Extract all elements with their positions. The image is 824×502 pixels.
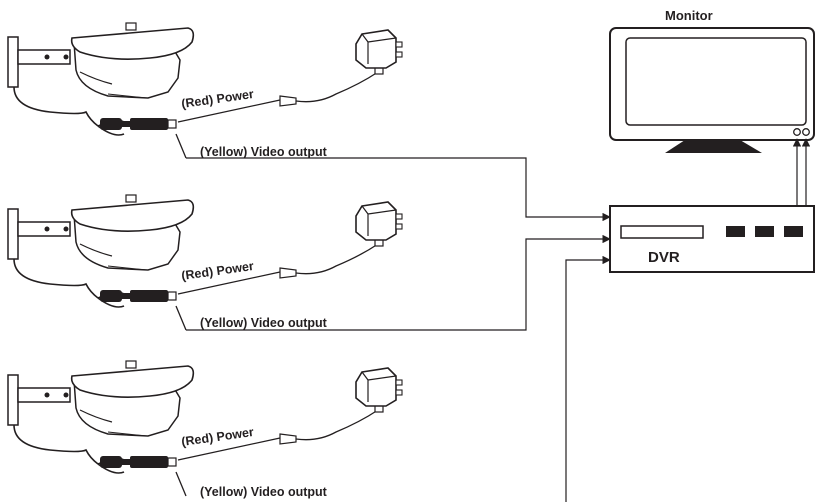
monitor: Monitor: [609, 8, 815, 153]
video-line-1: [186, 157, 611, 222]
monitor-port-1: [793, 128, 801, 136]
camera-unit-3: [7, 360, 403, 497]
dvr: DVR: [609, 205, 815, 273]
dvr-button-3: [784, 226, 803, 237]
camera-2-video-label: (Yellow) Video output: [200, 316, 328, 330]
dvr-label: DVR: [648, 249, 680, 266]
dvr-button-1: [726, 226, 745, 237]
video-line-2: [186, 234, 611, 331]
camera-1-video-label: (Yellow) Video output: [200, 145, 328, 159]
monitor-stand: [665, 140, 762, 153]
monitor-label: Monitor: [665, 8, 713, 23]
dvr-disc-slot: [620, 225, 704, 239]
monitor-port-2: [802, 128, 810, 136]
dvr-button-2: [755, 226, 774, 237]
camera-unit-1: [7, 22, 403, 159]
video-line-3: [565, 255, 611, 502]
camera-3-video-label: (Yellow) Video output: [200, 485, 328, 499]
camera-unit-2: [7, 194, 403, 331]
